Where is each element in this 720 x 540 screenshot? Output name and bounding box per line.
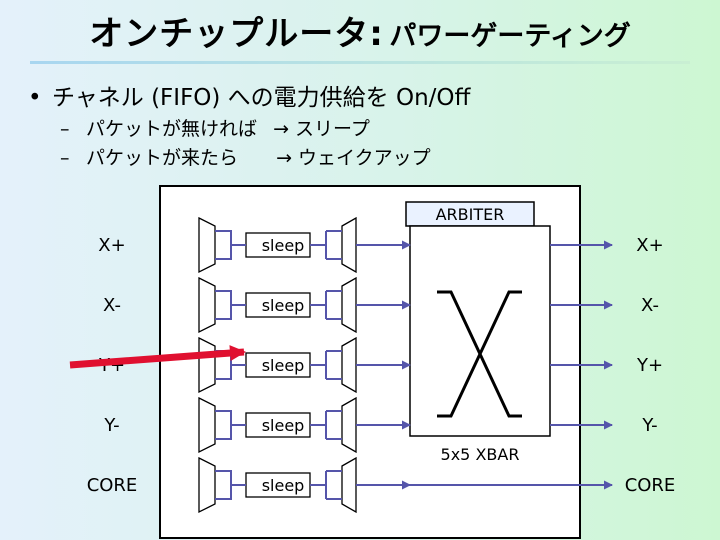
input-port-label: X- [103, 295, 121, 316]
fifo-buffer [245, 352, 311, 378]
mux-trapezoid [341, 396, 357, 454]
subbullet-sleep: –パケットが無ければ → スリープ [60, 114, 370, 141]
output-port-label: X- [641, 295, 659, 316]
demux-trapezoid [198, 396, 216, 454]
title-main: オンチップルータ: [89, 14, 384, 54]
packet-arrival-arrow [69, 345, 246, 369]
bullet-marker: • [28, 85, 42, 111]
output-port-label: Y+ [636, 355, 663, 376]
fifo-sleep-label: sleep [262, 356, 305, 375]
title-underline [30, 61, 690, 64]
fifo-buffer [245, 472, 311, 498]
mux-trapezoid [341, 276, 357, 334]
fifo-to-mux-wire [310, 470, 342, 500]
mux-trapezoid [341, 336, 357, 394]
demux-to-fifo-wire [215, 230, 246, 260]
crossbar-box [409, 225, 551, 437]
subbullet-wakeup-result: ウェイクアップ [298, 147, 431, 169]
incoming-packet-arrow [69, 345, 246, 369]
subbullet-marker: – [60, 118, 70, 140]
subbullet-marker: – [60, 147, 70, 169]
output-port-label: CORE [625, 475, 676, 496]
right-arrow-icon: → [276, 147, 292, 169]
fifo-to-mux-wire [310, 350, 342, 380]
crossbar-x-symbol [437, 290, 522, 418]
right-arrow-icon: → [273, 118, 289, 140]
title-sub: パワーゲーティング [389, 21, 631, 52]
mux-trapezoid [341, 456, 357, 514]
bullet-main-text: チャネル (FIFO) への電力供給を On/Off [52, 85, 471, 111]
demux-trapezoid [198, 456, 216, 514]
arbiter-label: ARBITER [436, 205, 505, 224]
fifo-sleep-label: sleep [262, 236, 305, 255]
fifo-sleep-label: sleep [262, 476, 305, 495]
fifo-to-mux-wire [310, 230, 342, 260]
demux-to-fifo-wire [215, 410, 246, 440]
output-port-label: Y- [641, 415, 657, 436]
subbullet-wakeup: –パケットが来たら → ウェイクアップ [60, 143, 431, 170]
mux-trapezoid [341, 216, 357, 274]
fifo-to-mux-wire [310, 290, 342, 320]
bullet-main: • チャネル (FIFO) への電力供給を On/Off [28, 78, 470, 112]
demux-trapezoid [198, 336, 216, 394]
fifo-buffer [245, 232, 311, 258]
subbullet-wakeup-text: パケットが来たら [86, 147, 239, 169]
fifo-sleep-label: sleep [262, 416, 305, 435]
subbullet-sleep-text: パケットが無ければ [86, 118, 258, 140]
input-port-label: CORE [87, 475, 138, 496]
fifo-to-mux-wire [310, 410, 342, 440]
slide-title: オンチップルータ: パワーゲーティング [0, 6, 720, 55]
input-port-label: X+ [98, 235, 125, 256]
demux-trapezoid [198, 276, 216, 334]
subbullet-sleep-result: スリープ [295, 118, 370, 140]
demux-to-fifo-wire [215, 290, 246, 320]
input-port-label: Y- [103, 415, 119, 436]
crossbar-label: 5x5 XBAR [441, 445, 520, 464]
fifo-sleep-label: sleep [262, 296, 305, 315]
demux-to-fifo-wire [215, 470, 246, 500]
fifo-buffer [245, 412, 311, 438]
output-port-label: X+ [636, 235, 663, 256]
demux-trapezoid [198, 216, 216, 274]
